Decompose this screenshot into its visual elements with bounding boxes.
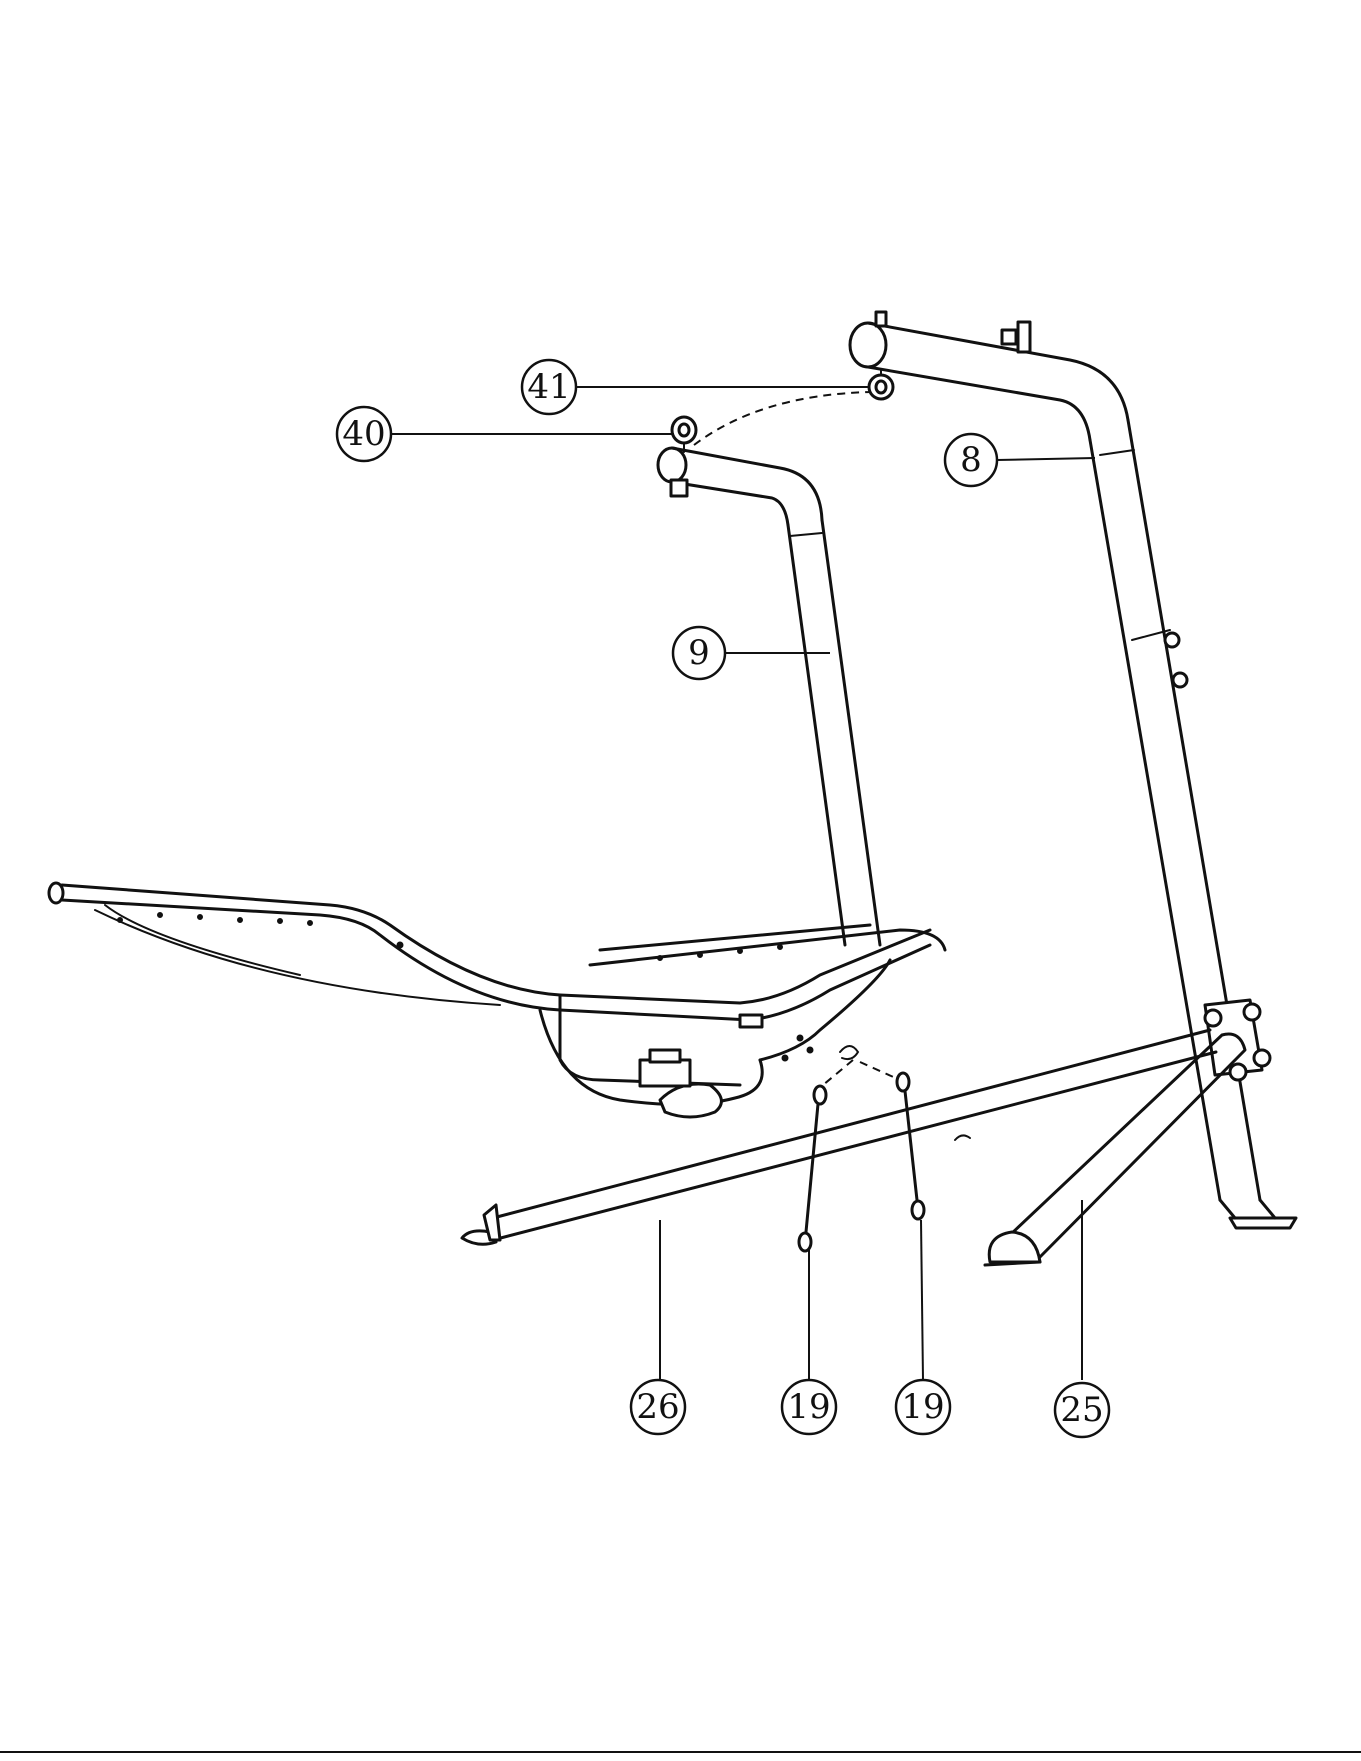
svg-text:19: 19 bbox=[901, 1387, 944, 1427]
callout-25: 25 bbox=[1055, 1383, 1109, 1437]
callout-9: 9 bbox=[673, 627, 725, 679]
callout-8: 8 bbox=[945, 434, 997, 486]
svg-text:41: 41 bbox=[527, 367, 570, 407]
base-long-leg bbox=[462, 1030, 1216, 1244]
chair-seat bbox=[49, 883, 945, 1117]
svg-text:25: 25 bbox=[1060, 1390, 1103, 1430]
svg-text:40: 40 bbox=[342, 414, 385, 454]
svg-text:26: 26 bbox=[636, 1387, 679, 1427]
base-short-leg bbox=[985, 1034, 1245, 1265]
callout-19b: 19 bbox=[896, 1380, 950, 1434]
svg-text:9: 9 bbox=[688, 633, 710, 673]
svg-text:19: 19 bbox=[787, 1387, 830, 1427]
eye-bolt-upper bbox=[869, 370, 893, 399]
safety-chain-right bbox=[860, 1062, 924, 1219]
assembly-path-eye-bolts bbox=[694, 392, 870, 445]
svg-text:8: 8 bbox=[960, 440, 982, 480]
callout-41: 41 bbox=[522, 360, 576, 414]
callout-19a: 19 bbox=[782, 1380, 836, 1434]
eye-bolt-lower bbox=[672, 417, 696, 452]
chair-hanger-arm bbox=[658, 448, 880, 945]
safety-chain-left bbox=[799, 1060, 853, 1251]
callout-26: 26 bbox=[631, 1380, 685, 1434]
callout-40: 40 bbox=[337, 407, 391, 461]
